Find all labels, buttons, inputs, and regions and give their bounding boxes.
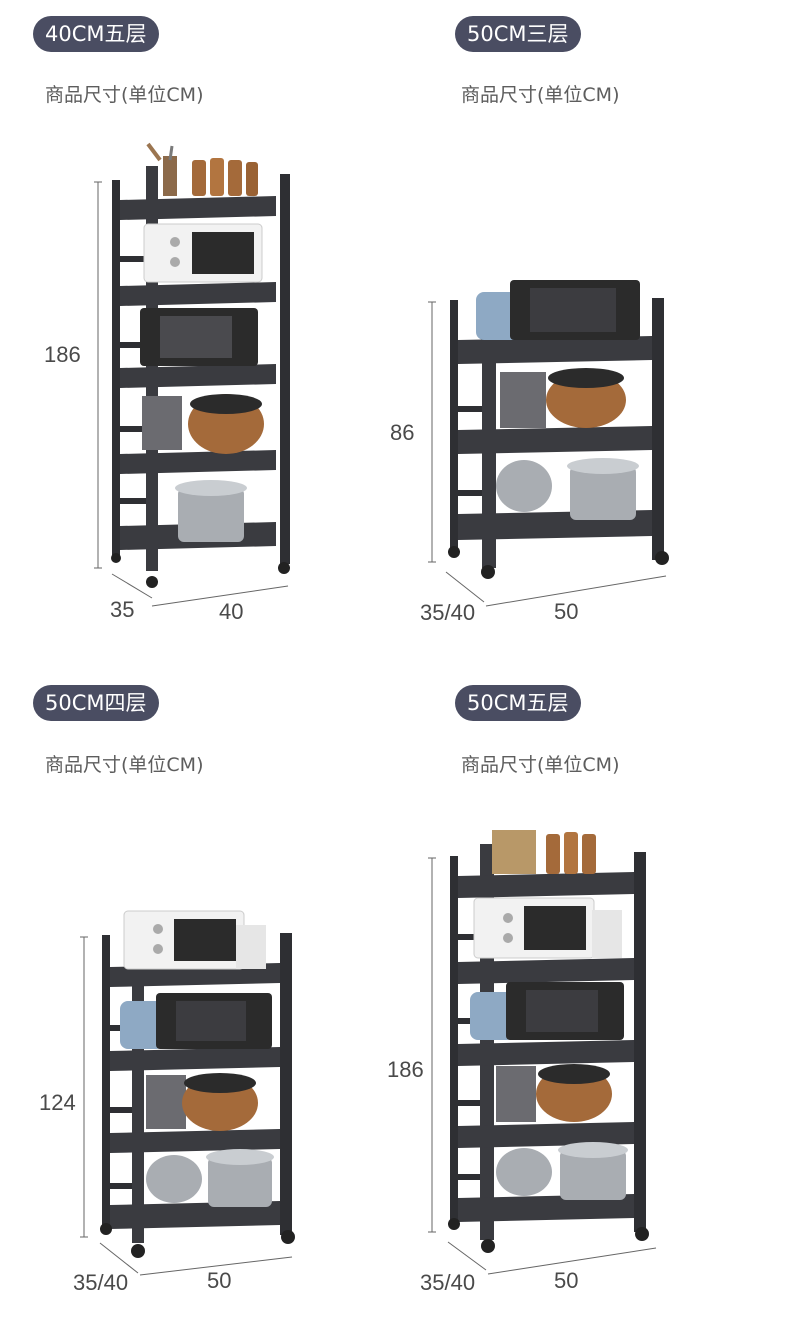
product-3-width-dimension: 50 [207, 1268, 232, 1293]
product-4-rack-illustration [428, 830, 657, 1275]
product-3-depth-dimension: 35/40 [73, 1270, 129, 1295]
product-4-depth-dimension: 35/40 [420, 1270, 476, 1295]
product-1-depth-dimension: 35 [110, 597, 135, 622]
product-2-subtitle: 商品尺寸(单位CM) [461, 84, 620, 106]
product-2-size-badge: 50CM三层 [455, 16, 581, 52]
product-1-height-dimension: 186 [44, 342, 81, 367]
product-2-depth-dimension: 35/40 [420, 600, 476, 625]
product-4-width-dimension: 50 [554, 1268, 579, 1293]
product-2-rack-illustration [428, 280, 669, 607]
product-3-size-badge: 50CM四层 [33, 685, 159, 721]
product-1-rack-illustration [94, 142, 290, 607]
product-4-subtitle: 商品尺寸(单位CM) [461, 754, 620, 776]
product-2-width-dimension: 50 [554, 599, 579, 624]
product-3-height-dimension: 124 [39, 1090, 76, 1115]
product-4-height-dimension: 186 [387, 1057, 424, 1082]
product-2-height-dimension: 86 [390, 420, 415, 445]
product-4-size-badge: 50CM五层 [455, 685, 581, 721]
product-3-subtitle: 商品尺寸(单位CM) [45, 754, 204, 776]
product-1-subtitle: 商品尺寸(单位CM) [45, 84, 204, 106]
product-1-size-badge: 40CM五层 [33, 16, 159, 52]
product-3-rack-illustration [80, 910, 295, 1276]
product-1-width-dimension: 40 [219, 599, 244, 624]
